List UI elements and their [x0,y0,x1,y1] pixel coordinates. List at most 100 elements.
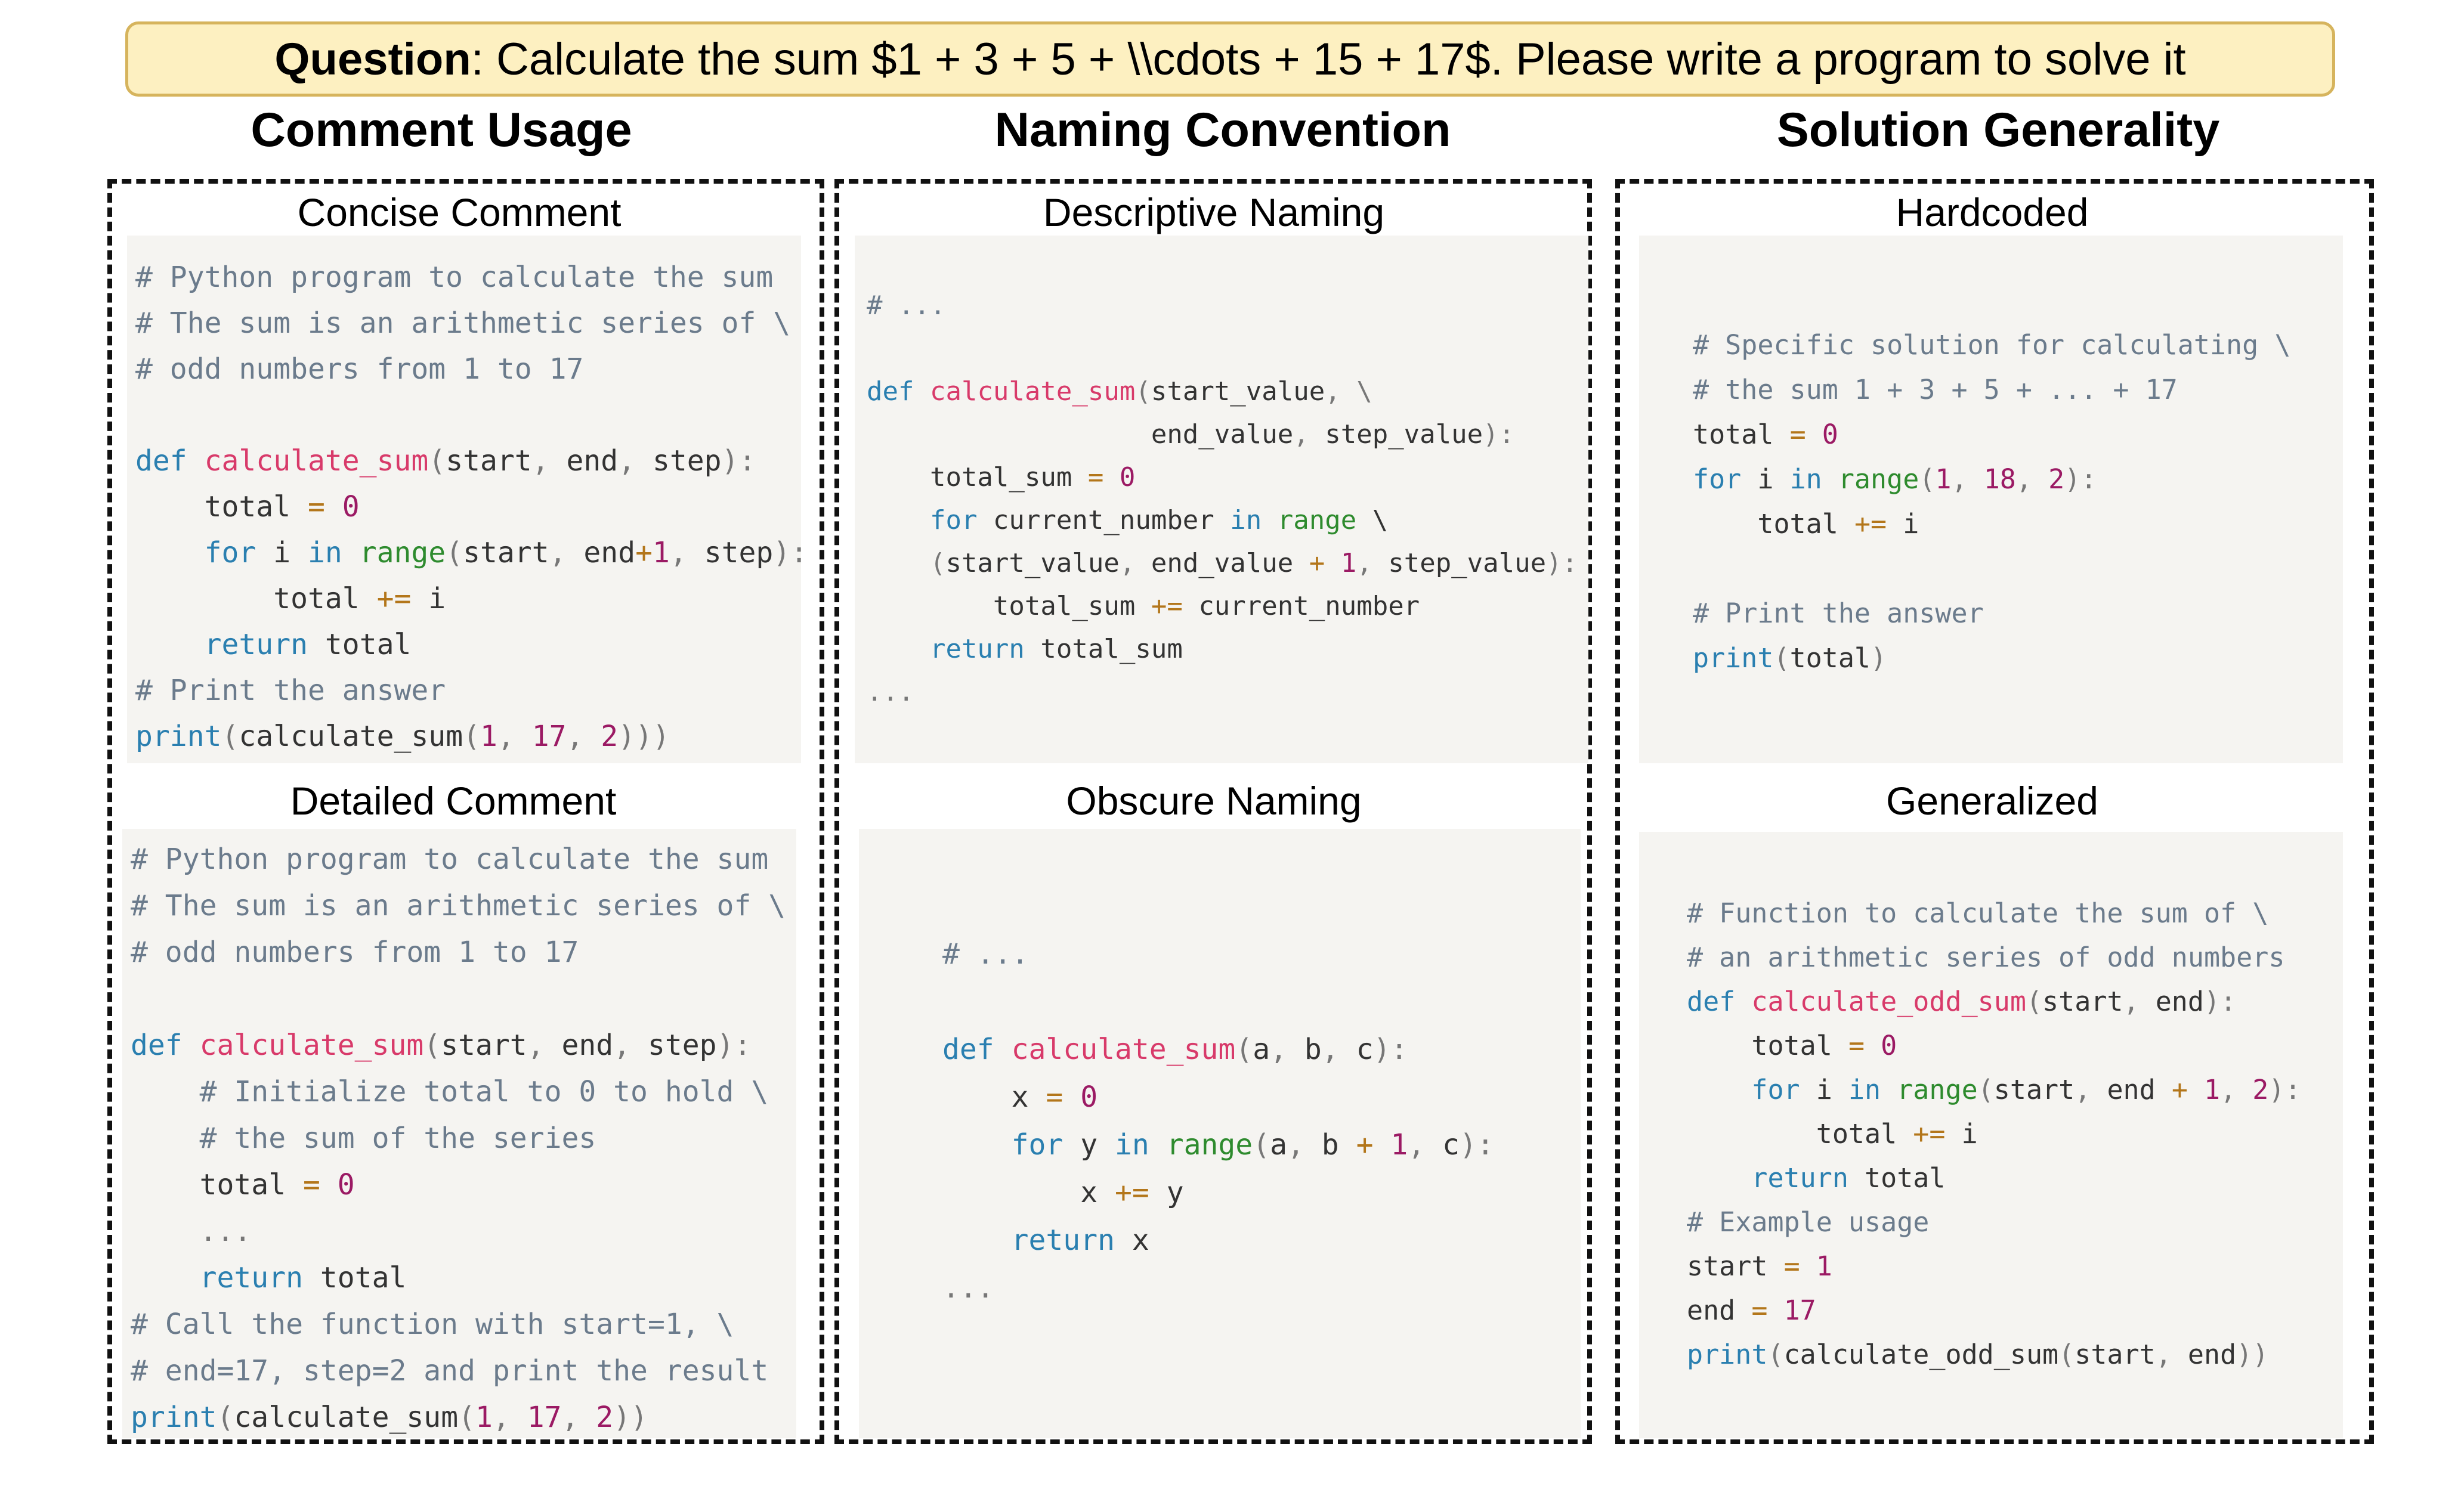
code-line: end = 17 [1687,1289,1816,1333]
code-token: calculate_sum [199,1029,424,1062]
code-token: ( [428,444,446,478]
code-token: ): [1460,1128,1494,1162]
code-token: + [2171,1074,2204,1106]
question-label: Question [274,33,471,85]
code-token: c [1442,1128,1460,1162]
code-token: end [2155,986,2204,1017]
code-line: total += i [135,576,446,622]
code-token: a [1270,1128,1287,1162]
code-token: def [942,1033,1012,1066]
code-token: total [131,1168,303,1202]
code-token: 1 [480,720,497,753]
code-token: range [1277,505,1372,535]
code-token: 1 [1390,1128,1408,1162]
code-token: total_sum [867,462,1088,493]
code-token: 0 [337,1168,355,1202]
code-token: = [1789,419,1822,450]
code-token: return [867,634,1041,664]
code-token: , [549,536,584,569]
code-token: step [647,1029,717,1062]
code-line: start = 1 [1687,1244,1832,1289]
code-token: total [1687,1118,1913,1150]
code-line: for y in range(a, b + 1, c): [942,1121,1494,1169]
code-token: ): [716,1029,752,1062]
code-line: # Print the answer [1693,591,1984,636]
code-token: x [942,1080,1046,1114]
code-token: , [669,536,704,569]
code-token: + [1309,548,1341,578]
code-token: ( [423,1029,441,1062]
code-token: , [2123,986,2156,1017]
code-block-hardcoded: # Specific solution for calculating \# t… [1639,236,2343,763]
code-token: ): [2064,463,2097,495]
code-token: ( [2026,986,2043,1017]
code-token: 2 [596,1401,614,1434]
code-line: total = 0 [1693,412,1838,457]
code-token: def [131,1029,200,1062]
code-line: def calculate_sum(start, end, step): [135,438,756,484]
code-token: ( [1253,1128,1270,1162]
code-line: # The sum is an arithmetic series of \ [135,301,790,346]
code-token: ... [867,677,914,707]
code-token: ( [217,1401,234,1434]
code-token: return [131,1261,320,1295]
code-token: = [302,1168,338,1202]
code-token: end [566,444,619,478]
code-token: # Specific solution for calculating \ [1693,329,2291,361]
code-token: , [527,1029,562,1062]
code-token: in [307,536,360,569]
code-token: def [1687,986,1752,1017]
panel-title-generalized: Generalized [1886,779,2098,823]
code-token: 1 [2204,1074,2221,1106]
code-token: 1 [1816,1250,1832,1282]
code-token: step_value [1388,548,1547,578]
code-token: = [1783,1250,1816,1282]
code-line: end_value, step_value): [867,413,1514,456]
code-token: range [359,536,446,569]
code-token: + [635,536,653,569]
code-token: , [618,444,653,478]
question-text: : Calculate the sum $1 + 3 + 5 + \\cdots… [471,33,2186,85]
code-token: # Python program to calculate the sum [135,261,774,294]
code-token: total [324,628,412,661]
code-token: print [131,1401,217,1434]
code-token: , [561,1401,596,1434]
code-token: def [135,444,205,478]
code-token: ): [1373,1033,1408,1066]
code-token: 2 [601,720,619,753]
code-token: += [1114,1176,1167,1209]
code-token: calculate_sum [1011,1033,1236,1066]
code-line: return total [135,622,412,668]
code-token: b [1321,1128,1356,1162]
code-token: ): [1546,548,1578,578]
group-comment-usage [107,179,824,1444]
code-block-concise-comment: # Python program to calculate the sum # T… [127,236,801,763]
code-token: ): [773,536,801,569]
code-token: , [531,444,567,478]
code-line: for i in range(start, end + 1, 2): [1687,1068,2301,1112]
code-token: start [463,536,549,569]
code-token: # Print the answer [1693,597,1984,629]
code-token: 1 [653,536,670,569]
code-line: return total [131,1255,407,1301]
code-token: # the sum of the series [131,1122,596,1155]
code-token: in [1848,1074,1897,1106]
code-token: start [441,1029,527,1062]
code-token: 1 [475,1401,493,1434]
code-line: ... [867,671,914,714]
code-line: total_sum = 0 [867,456,1135,499]
question-banner: Question: Calculate the sum $1 + 3 + 5 +… [125,21,2335,97]
code-line: total = 0 [1687,1024,1897,1068]
code-token: end [1687,1295,1752,1326]
code-token: total [135,490,308,524]
code-token: end [583,536,636,569]
code-line: # Example usage [1687,1200,1929,1244]
code-token: ... [942,1271,994,1305]
code-token: total [320,1261,407,1295]
code-token: print [135,720,222,753]
code-token: x [942,1176,1115,1209]
code-line: # Python program to calculate the sum [135,255,773,301]
code-token: , [566,720,601,753]
code-token: ): [2268,1074,2301,1106]
column-title-naming-convention: Naming Convention [994,103,1451,157]
